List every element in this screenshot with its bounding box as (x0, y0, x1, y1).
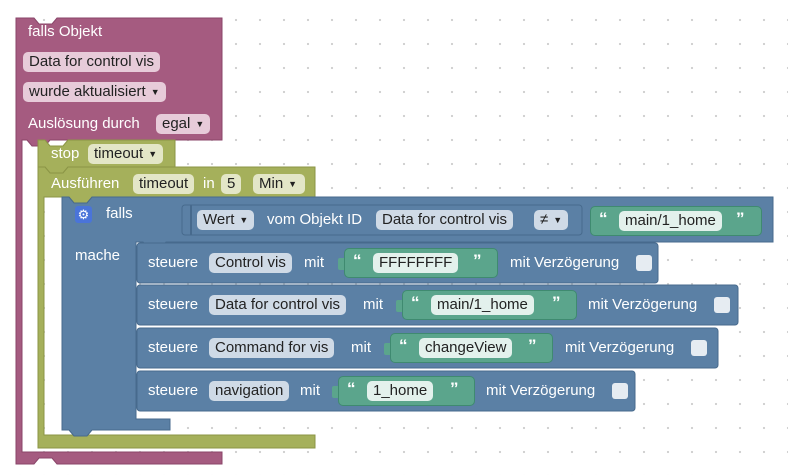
trigger-event-dropdown[interactable]: wurde aktualisiert▼ (23, 82, 166, 102)
with-label: mit (351, 339, 371, 356)
connector-notch (384, 343, 391, 355)
control-value-block[interactable]: “ FFFFFFFF ” (344, 248, 498, 278)
attr-dropdown[interactable]: Wert▼ (197, 210, 255, 230)
delay-label: mit Verzögerung (565, 339, 675, 356)
quote-close-icon: ” (552, 293, 561, 312)
control-label: steuere (148, 296, 199, 313)
condition-notch (190, 205, 192, 235)
trigger-object-field[interactable]: Data for control vis (23, 52, 161, 72)
unit-dropdown[interactable]: Min▼ (253, 174, 305, 194)
delay-field[interactable]: 5 (221, 174, 242, 194)
quote-open-icon: “ (353, 251, 362, 270)
delay-checkbox[interactable] (714, 297, 730, 313)
chevron-down-icon: ▼ (150, 87, 160, 97)
chevron-down-icon: ▼ (195, 119, 205, 129)
control-value-block[interactable]: “ main/1_home ” (402, 290, 577, 320)
operator-dropdown[interactable]: ≠▼ (534, 210, 569, 230)
chevron-down-icon: ▼ (288, 179, 298, 189)
with-label: mit (363, 296, 383, 313)
if-label: falls (106, 205, 133, 222)
control-value-text[interactable]: main/1_home (431, 295, 534, 315)
chevron-down-icon: ▼ (239, 215, 249, 225)
control-target-field[interactable]: Control vis (209, 253, 292, 273)
condition-object-field[interactable]: Data for control vis (376, 210, 514, 230)
control-target-field[interactable]: Data for control vis (209, 295, 347, 315)
control-value-block[interactable]: “ changeView ” (390, 333, 553, 363)
from-object-label: vom Objekt ID (267, 211, 363, 228)
control-label: steuere (148, 339, 199, 356)
do-label: mache (75, 247, 121, 264)
chevron-down-icon: ▼ (553, 215, 563, 225)
control-label: steuere (148, 382, 199, 399)
control-target-field[interactable]: navigation (209, 381, 290, 401)
quote-open-icon: “ (411, 293, 420, 312)
in-label: in (203, 175, 215, 192)
control-value-text[interactable]: 1_home (367, 381, 434, 401)
delay-checkbox[interactable] (691, 340, 707, 356)
delay-label: mit Verzögerung (510, 254, 620, 271)
connector-notch (338, 258, 345, 270)
delay-checkbox[interactable] (612, 383, 628, 399)
connector-notch (332, 386, 339, 398)
trigger-title: falls Objekt (28, 23, 103, 40)
quote-close-icon: ” (736, 209, 745, 228)
quote-open-icon: “ (347, 379, 356, 398)
chevron-down-icon: ▼ (148, 149, 158, 159)
delay-checkbox[interactable] (636, 255, 652, 271)
condition-text-value[interactable]: main/1_home (619, 211, 722, 231)
quote-open-icon: “ (599, 209, 608, 228)
with-label: mit (304, 254, 324, 271)
control-label: steuere (148, 254, 199, 271)
connector-notch (396, 300, 403, 312)
with-label: mit (300, 382, 320, 399)
timeout-name-field[interactable]: timeout (133, 174, 195, 194)
quote-open-icon: “ (399, 336, 408, 355)
delay-label: mit Verzögerung (588, 296, 698, 313)
stop-timeout-dropdown[interactable]: timeout▼ (88, 144, 164, 164)
trigger-by-dropdown[interactable]: egal▼ (156, 114, 211, 134)
quote-close-icon: ” (473, 251, 482, 270)
control-target-field[interactable]: Command for vis (209, 338, 335, 358)
execute-label: Ausführen (51, 175, 120, 192)
stop-label: stop (51, 145, 80, 162)
control-value-text[interactable]: FFFFFFFF (373, 253, 459, 273)
quote-close-icon: ” (528, 336, 537, 355)
control-value-text[interactable]: changeView (419, 338, 513, 358)
control-value-block[interactable]: “ 1_home ” (338, 376, 475, 406)
gear-icon[interactable]: ⚙ (75, 206, 92, 223)
quote-close-icon: ” (450, 379, 459, 398)
trigger-by-label: Auslösung durch (28, 115, 140, 132)
delay-label: mit Verzögerung (486, 382, 596, 399)
condition-text-block[interactable]: “ main/1_home ” (590, 206, 762, 236)
